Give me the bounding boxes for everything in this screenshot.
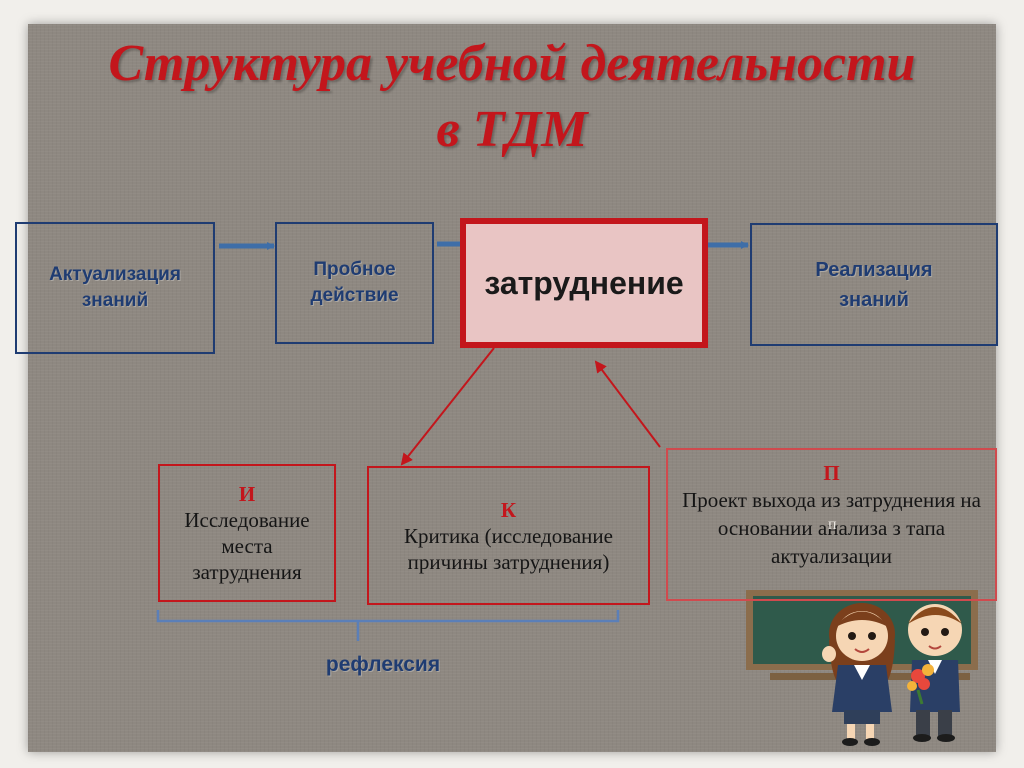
box-trial-action-label: Пробное действие: [310, 259, 399, 306]
reflection-label: рефлексия: [325, 653, 441, 676]
classroom-picture: [746, 590, 978, 746]
box-project-letter: П: [823, 461, 840, 485]
box-trial-action: Пробное действие: [275, 222, 434, 344]
box-realization: Реализация знаний: [750, 223, 998, 346]
box-research-letter: И: [238, 482, 256, 506]
box-project-text: Проект выхода из затруднения на основани…: [682, 488, 981, 568]
boy-figure: [907, 604, 962, 742]
arrow-project-to-difficulty: [594, 360, 661, 448]
page-title-line-2: в ТДМ: [436, 101, 588, 158]
box-difficulty: затруднение: [460, 218, 708, 348]
box-critique: К Критика (исследование причины затрудне…: [367, 466, 650, 605]
box-difficulty-label: затруднение: [484, 264, 684, 301]
page-title-line-1: Структура учебной деятельности: [108, 35, 916, 92]
reflection-bracket: [156, 610, 620, 641]
slide-background: [28, 24, 996, 752]
box-project: П Проект выхода из затруднения на основа…: [666, 448, 997, 601]
box-project-stray-glyph: п: [828, 516, 837, 533]
box-research-text: Исследование места затруднения: [184, 508, 310, 584]
box-actualization-label: Актуализация знаний: [49, 264, 181, 311]
box-research: И Исследование места затруднения: [158, 464, 336, 602]
box-critique-letter: К: [500, 497, 517, 522]
arrow-difficulty-to-critique: [400, 347, 495, 466]
box-critique-text: Критика (исследование причины затруднени…: [404, 523, 613, 574]
girl-figure: [822, 603, 895, 746]
box-actualization: Актуализация знаний: [15, 222, 215, 354]
box-realization-label: Реализация знаний: [815, 258, 933, 311]
